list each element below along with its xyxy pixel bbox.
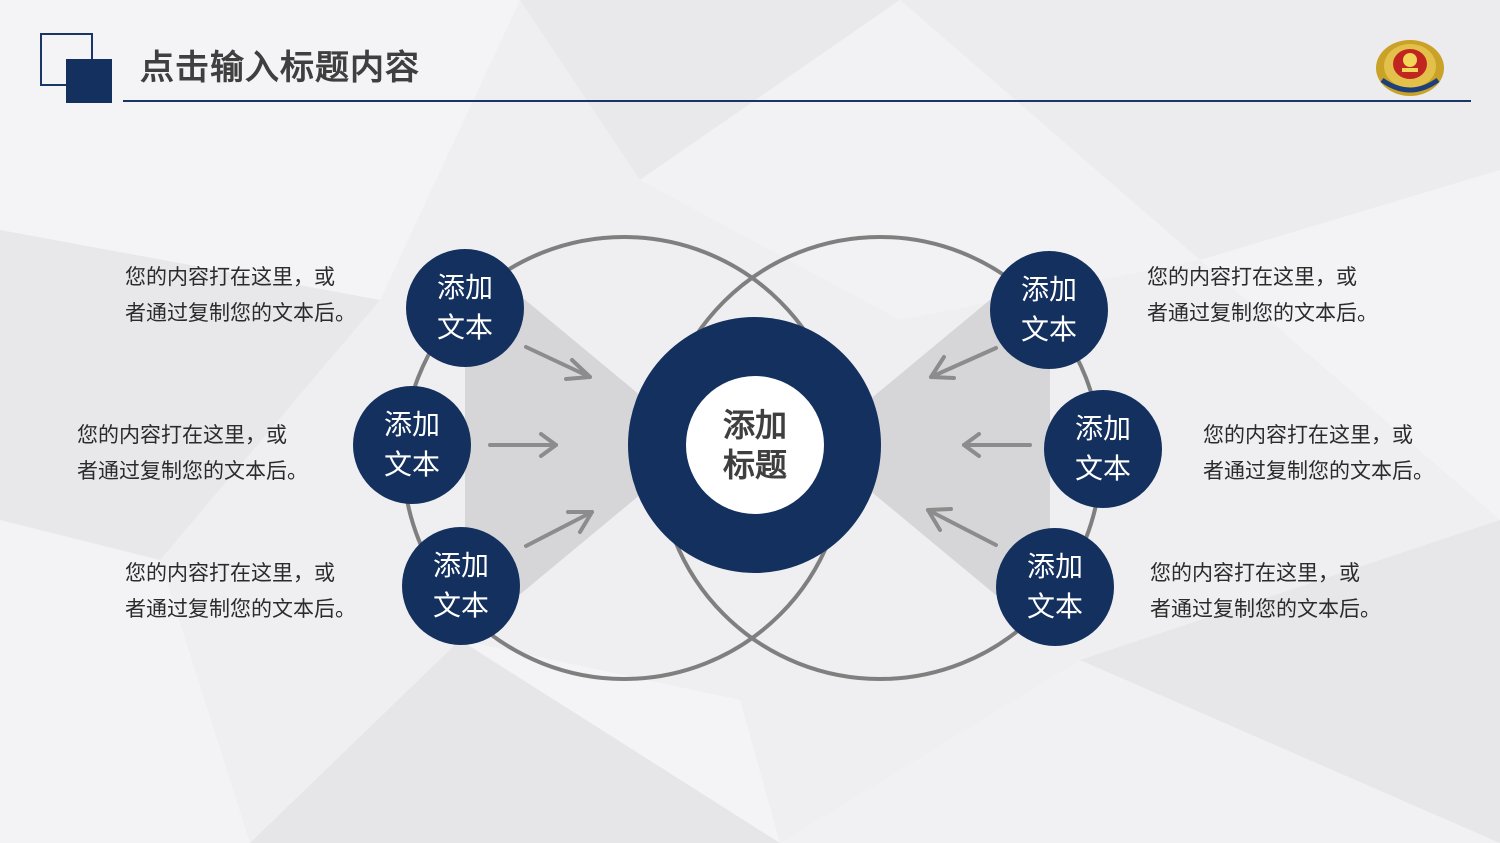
description-left-middle[interactable]: 您的内容打在这里，或 者通过复制您的文本后。 bbox=[77, 417, 308, 489]
node-left-top[interactable]: 添加 文本 bbox=[406, 249, 524, 367]
title-decoration-block bbox=[66, 59, 112, 103]
node-left-bottom[interactable]: 添加 文本 bbox=[402, 527, 520, 645]
description-line1: 您的内容打在这里，或 bbox=[1203, 423, 1413, 447]
description-line2: 者通过复制您的文本后。 bbox=[77, 459, 308, 483]
description-line1: 您的内容打在这里，或 bbox=[77, 423, 287, 447]
left-funnel-shape bbox=[465, 250, 700, 640]
center-hub[interactable]: 添加 标题 bbox=[686, 376, 824, 514]
description-line2: 者通过复制您的文本后。 bbox=[125, 301, 356, 325]
description-line1: 您的内容打在这里，或 bbox=[125, 265, 335, 289]
node-right-bottom[interactable]: 添加 文本 bbox=[996, 528, 1114, 646]
title-underline bbox=[123, 100, 1471, 102]
arrow-left-top bbox=[524, 345, 592, 381]
node-label-line1: 添加 bbox=[383, 408, 440, 441]
description-right-bottom[interactable]: 您的内容打在这里，或 者通过复制您的文本后。 bbox=[1150, 555, 1381, 627]
node-label-line1: 添加 bbox=[1026, 550, 1083, 583]
node-label-line1: 添加 bbox=[436, 271, 493, 304]
description-line2: 者通过复制您的文本后。 bbox=[125, 597, 356, 621]
description-line2: 者通过复制您的文本后。 bbox=[1150, 597, 1381, 621]
arrow-right-bottom bbox=[926, 507, 998, 547]
arrow-left-middle bbox=[488, 432, 558, 458]
arrow-right-top bbox=[929, 346, 998, 380]
center-title-line2: 标题 bbox=[722, 446, 787, 484]
description-line1: 您的内容打在这里，或 bbox=[125, 561, 335, 585]
arrow-left-bottom bbox=[524, 510, 594, 548]
node-label-line2: 文本 bbox=[1026, 590, 1083, 623]
center-title-line1: 添加 bbox=[722, 406, 787, 444]
description-left-bottom[interactable]: 您的内容打在这里，或 者通过复制您的文本后。 bbox=[125, 555, 356, 627]
description-left-top[interactable]: 您的内容打在这里，或 者通过复制您的文本后。 bbox=[125, 259, 356, 331]
node-label-line2: 文本 bbox=[383, 448, 440, 481]
description-right-top[interactable]: 您的内容打在这里，或 者通过复制您的文本后。 bbox=[1147, 259, 1378, 331]
node-label-line2: 文本 bbox=[432, 589, 489, 622]
node-right-top[interactable]: 添加 文本 bbox=[990, 251, 1108, 369]
node-label-line2: 文本 bbox=[1020, 313, 1077, 346]
node-label-line1: 添加 bbox=[1020, 273, 1077, 306]
node-label-line2: 文本 bbox=[1074, 452, 1131, 485]
node-label-line1: 添加 bbox=[1074, 412, 1131, 445]
arrow-right-middle bbox=[962, 432, 1032, 458]
node-right-middle[interactable]: 添加 文本 bbox=[1044, 390, 1162, 508]
description-line1: 您的内容打在这里，或 bbox=[1147, 265, 1357, 289]
node-label-line1: 添加 bbox=[432, 549, 489, 582]
description-line2: 者通过复制您的文本后。 bbox=[1147, 301, 1378, 325]
node-label-line2: 文本 bbox=[436, 311, 493, 344]
description-line1: 您的内容打在这里，或 bbox=[1150, 561, 1360, 585]
police-emblem-icon bbox=[1376, 40, 1444, 96]
page-title[interactable]: 点击输入标题内容 bbox=[140, 48, 420, 88]
description-right-middle[interactable]: 您的内容打在这里，或 者通过复制您的文本后。 bbox=[1203, 417, 1434, 489]
node-left-middle[interactable]: 添加 文本 bbox=[353, 386, 471, 504]
description-line2: 者通过复制您的文本后。 bbox=[1203, 459, 1434, 483]
